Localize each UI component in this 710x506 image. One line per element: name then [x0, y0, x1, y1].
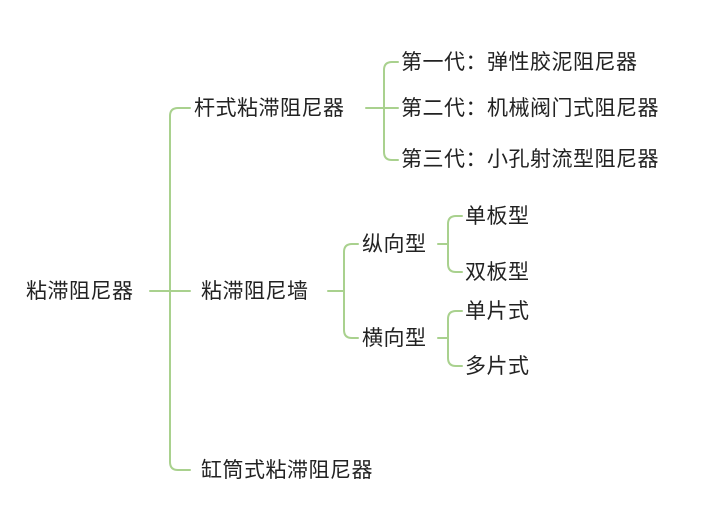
node-multi-piece: 多片式: [465, 354, 530, 378]
node-generation-3: 第三代：小孔射流型阻尼器: [401, 147, 659, 171]
root-node-viscous-damper: 粘滞阻尼器: [26, 279, 134, 303]
connector-long-bracket: [447, 215, 457, 273]
connector-trans-bracket: [447, 310, 457, 367]
node-cylinder-damper: 缸筒式粘滞阻尼器: [201, 458, 373, 482]
node-rod-type-damper: 杆式粘滞阻尼器: [194, 96, 345, 120]
node-single-piece: 单片式: [465, 299, 530, 323]
node-double-plate: 双板型: [465, 260, 530, 284]
connector-group: [149, 61, 463, 471]
node-longitudinal-type: 纵向型: [362, 232, 427, 256]
connector-wall-bracket: [343, 243, 353, 339]
connector-rod-bracket: [383, 61, 393, 161]
node-damping-wall: 粘滞阻尼墙: [201, 279, 309, 303]
node-generation-1: 第一代：弹性胶泥阻尼器: [401, 50, 638, 74]
node-single-plate: 单板型: [465, 204, 530, 228]
connector-root-bracket: [169, 107, 179, 471]
node-transverse-type: 横向型: [362, 326, 427, 350]
node-generation-2: 第二代：机械阀门式阻尼器: [401, 96, 659, 120]
